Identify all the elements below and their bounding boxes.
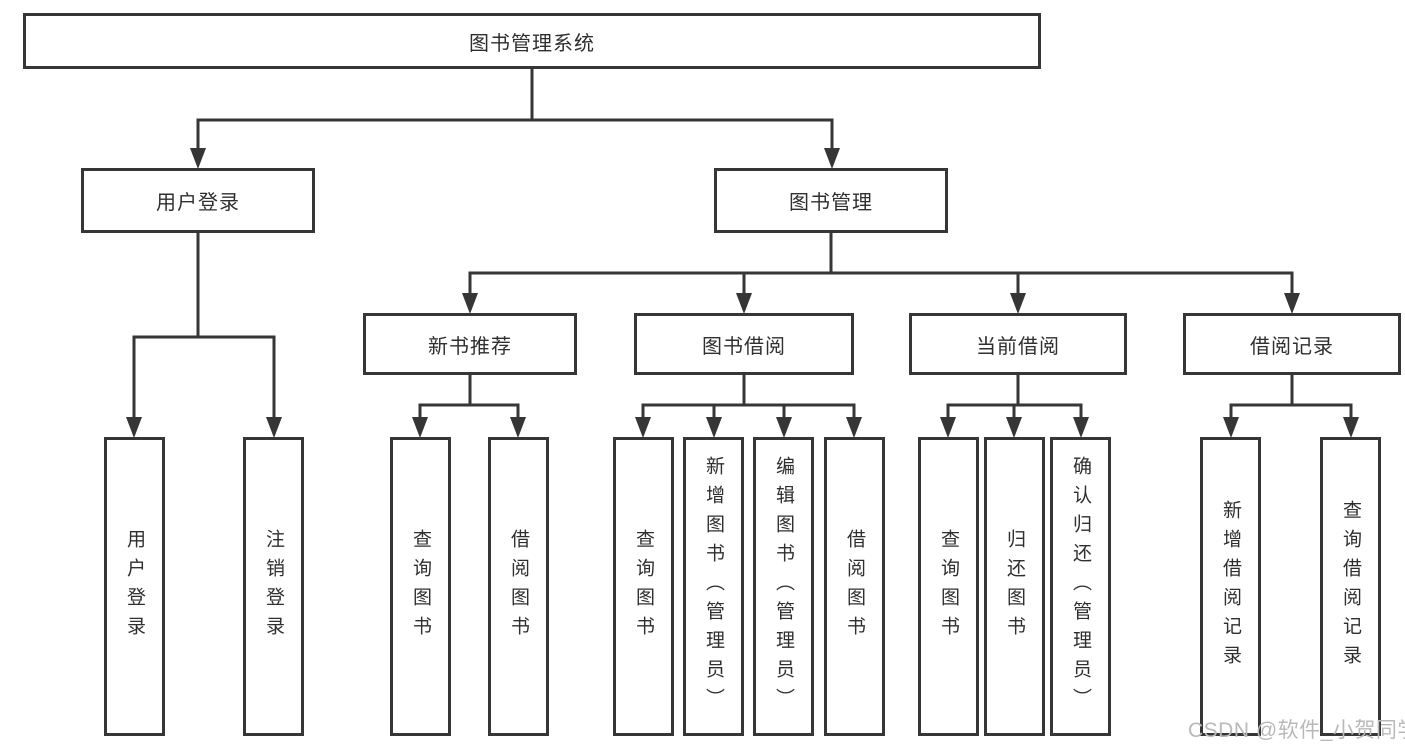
watermark: CSDN @软件_小贺同学 [1188, 719, 1405, 742]
leaf-borrow-book-2: 借阅图书 [824, 437, 885, 736]
node-root: 图书管理系统 [23, 13, 1041, 69]
leaf-logout: 注销登录 [243, 437, 304, 736]
arrowheads [126, 148, 1359, 438]
leaf-borrow-book-1: 借阅图书 [488, 437, 549, 736]
node-borrow-records: 借阅记录 [1183, 313, 1401, 375]
leaf-add-borrow-record: 新增借阅记录 [1200, 437, 1261, 736]
leaf-return-book: 归还图书 [984, 437, 1045, 736]
leaf-confirm-return-admin: 确认归还（管理员） [1050, 437, 1111, 736]
leaf-query-borrow-record: 查询借阅记录 [1320, 437, 1381, 736]
leaf-query-book-2: 查询图书 [613, 437, 674, 736]
node-book-management: 图书管理 [714, 168, 948, 233]
leaf-user-login: 用户登录 [104, 437, 165, 736]
node-book-borrow: 图书借阅 [634, 313, 854, 375]
node-user-login: 用户登录 [81, 168, 315, 233]
leaf-query-book-3: 查询图书 [918, 437, 979, 736]
node-new-book-recommend: 新书推荐 [363, 313, 577, 375]
leaf-query-book-1: 查询图书 [390, 437, 451, 736]
leaf-edit-book-admin: 编辑图书（管理员） [753, 437, 814, 736]
node-current-borrow: 当前借阅 [909, 313, 1127, 375]
leaf-add-book-admin: 新增图书（管理员） [683, 437, 744, 736]
